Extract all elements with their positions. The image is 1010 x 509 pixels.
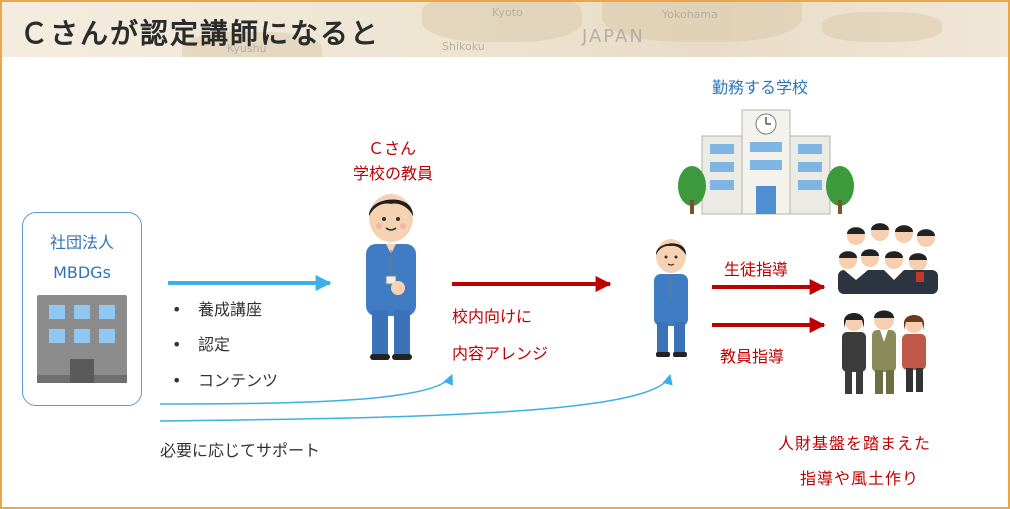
bullet-item: •養成講座 <box>172 300 263 319</box>
support-label: 必要に応じてサポート <box>160 441 321 460</box>
support-line-1 <box>159 374 453 405</box>
outcome-line1: 人財基盤を踏まえた <box>778 434 932 453</box>
school-building-icon <box>678 109 854 215</box>
map-word: Yokohama <box>662 8 718 21</box>
outcome-line2: 指導や風土作り <box>800 469 920 488</box>
arrange-line2: 内容アレンジ <box>452 344 549 363</box>
org-name-line2: MBDGs <box>53 263 111 282</box>
teacher-role: 学校の教員 <box>352 164 433 183</box>
bullet-item: •認定 <box>172 335 231 354</box>
page-title: Ｃさんが認定講師になると <box>20 17 381 50</box>
student-guidance-label: 生徒指導 <box>724 260 789 279</box>
map-word: JAPAN <box>582 26 645 47</box>
map-word: Shikoku <box>442 40 485 53</box>
teachers-group-icon <box>842 310 926 394</box>
bullet-item: •コンテンツ <box>172 371 279 390</box>
office-building-icon <box>37 295 127 383</box>
map-word: Kyoto <box>492 6 523 19</box>
teacher-small-figure-icon <box>654 239 688 357</box>
teacher-name: Ｃさん <box>367 139 416 158</box>
header-banner: Kyoto Yokohama JAPAN Kyushu Shikoku Ｃさんが… <box>2 2 1008 57</box>
org-name-line1: 社団法人 <box>49 233 114 252</box>
students-group-icon <box>838 223 938 294</box>
map-word: Kyushu <box>227 42 267 55</box>
teacher-figure-icon <box>366 194 416 360</box>
arrange-line1: 校内向けに <box>452 307 533 326</box>
school-label: 勤務する学校 <box>712 78 809 97</box>
organization-box: 社団法人 MBDGs <box>22 212 142 406</box>
teacher-guidance-label: 教員指導 <box>720 347 785 366</box>
support-line-2 <box>159 373 673 422</box>
